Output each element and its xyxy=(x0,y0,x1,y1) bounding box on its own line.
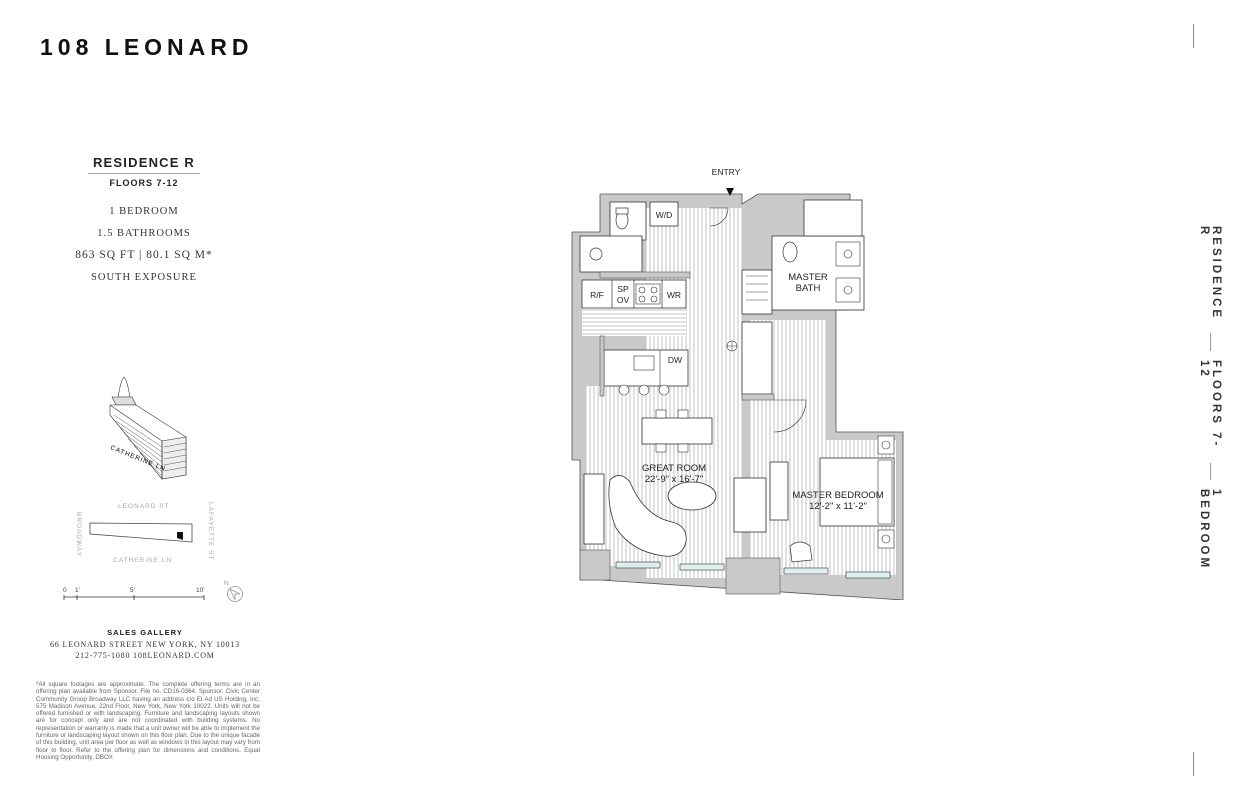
scale-tick-10: 10' xyxy=(196,587,205,594)
rf-label: R/F xyxy=(590,290,604,300)
great-room-label: GREAT ROOM xyxy=(642,463,706,474)
side-floors: FLOORS 7-12 xyxy=(1198,359,1222,448)
scale-tick-1: 1' xyxy=(75,587,80,594)
shower xyxy=(803,199,863,237)
sales-gallery-title: SALES GALLERY xyxy=(107,628,183,637)
spec-bathrooms: 1.5 BATHROOMS xyxy=(97,228,191,239)
master-bedroom-label: MASTER BEDROOM xyxy=(792,490,883,501)
side-bedroom: 1 BEDROOM xyxy=(1198,489,1222,571)
spec-bedrooms: 1 BEDROOM xyxy=(109,206,179,217)
residence-divider xyxy=(88,173,200,174)
washer-dryer xyxy=(649,201,679,227)
master-bath-label-1: MASTER xyxy=(788,272,828,283)
kitchen-floor xyxy=(582,308,686,336)
windows xyxy=(615,561,891,579)
map-street-right: LAFAYETTE ST xyxy=(207,502,214,561)
coffee-table xyxy=(667,481,717,511)
armchair xyxy=(789,541,813,563)
map-street-top: LEONARD ST xyxy=(118,503,170,510)
map-street-bottom: CATHERINE LN xyxy=(113,557,173,564)
cooktop-icon xyxy=(635,283,661,305)
legal-disclaimer: *All square footages are approximate. Th… xyxy=(36,681,260,761)
site-map xyxy=(89,522,193,543)
desk xyxy=(733,477,767,533)
residence-floors: FLOORS 7-12 xyxy=(109,178,179,188)
sp-label: SP xyxy=(617,284,629,294)
ov-label: OV xyxy=(617,295,630,305)
master-bath-label-2: BATH xyxy=(796,283,821,294)
spec-exposure: SOUTH EXPOSURE xyxy=(91,272,197,283)
entry-label: ENTRY xyxy=(712,167,741,177)
side-separator xyxy=(1209,462,1211,481)
master-bedroom-dimensions: 12'-2" x 11'-2" xyxy=(809,501,867,512)
side-residence: RESIDENCE R xyxy=(1198,226,1222,321)
sofa xyxy=(608,475,687,557)
side-separator xyxy=(1209,332,1211,351)
spec-area: 863 SQ FT | 80.1 SQ M* xyxy=(75,249,213,261)
scale-tick-0: 0 xyxy=(63,587,67,594)
scale-bar xyxy=(63,595,205,600)
brand-title: 108 LEONARD xyxy=(40,34,254,60)
wr-label: WR xyxy=(667,290,681,300)
sales-gallery-address: 66 LEONARD STREET NEW YORK, NY 10013 xyxy=(50,640,240,649)
bottom-right-rule xyxy=(1193,752,1194,776)
north-compass-icon xyxy=(227,586,243,602)
side-vertical-label: RESIDENCE R FLOORS 7-12 1 BEDROOM xyxy=(1198,226,1222,574)
floor-plan: W/D R/F SP OV WR DW ENTRY xyxy=(571,167,904,600)
top-right-rule xyxy=(1193,24,1194,48)
scale-tick-5: 5' xyxy=(130,587,135,594)
dw-label: DW xyxy=(668,355,682,365)
sales-gallery-contact: 212-775-1080 108LEONARD.COM xyxy=(75,651,215,660)
map-street-left: BROADWAY xyxy=(75,512,82,558)
great-room-dimensions: 22'-9" x 16'-7" xyxy=(645,474,703,485)
wd-label: W/D xyxy=(656,210,673,220)
dining-table xyxy=(641,417,713,445)
north-label: N xyxy=(224,580,229,587)
residence-title: RESIDENCE R xyxy=(92,155,196,170)
building-isometric: CATHERINE LN xyxy=(109,376,187,480)
